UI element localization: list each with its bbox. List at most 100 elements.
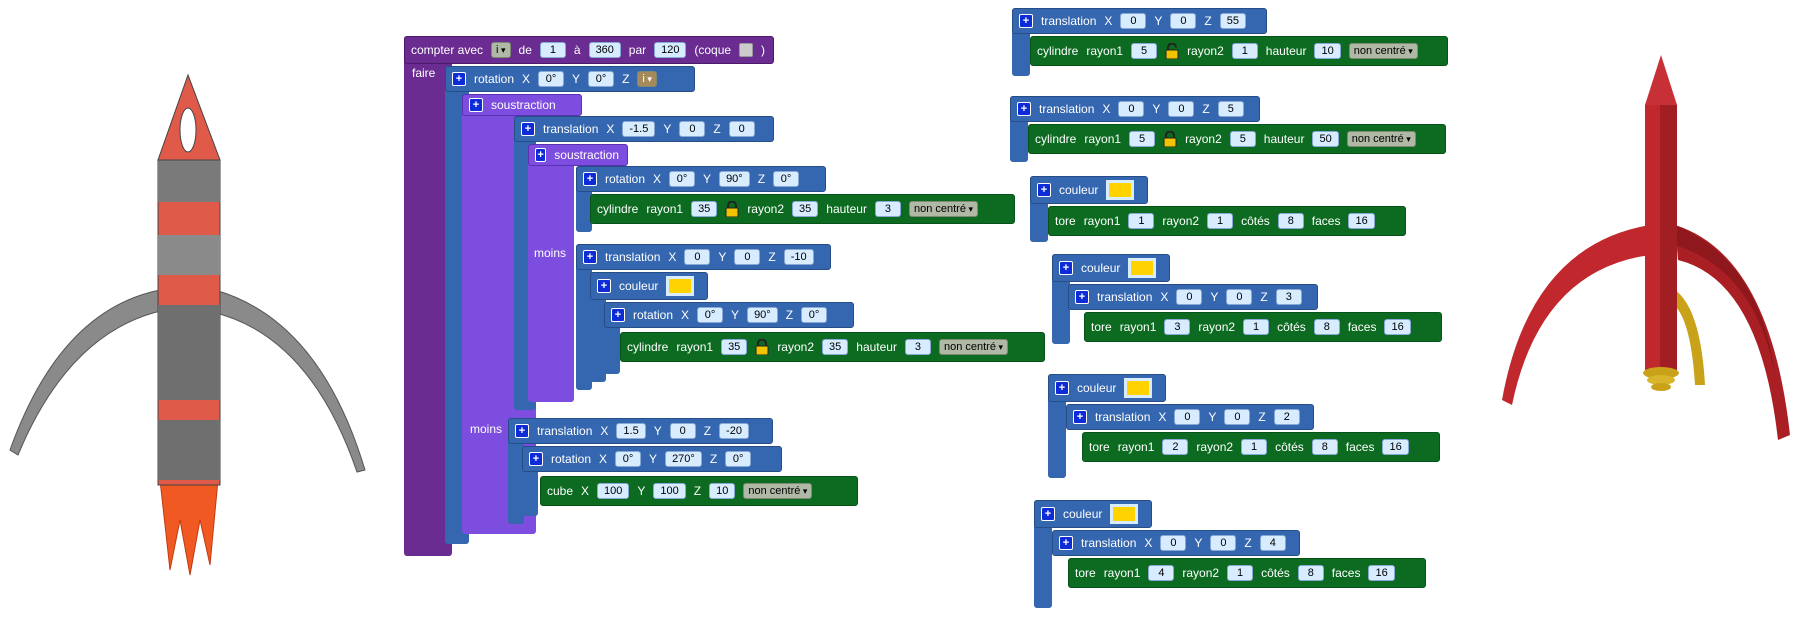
cube-y-input[interactable]: 100: [653, 483, 686, 499]
sub1-block[interactable]: + soustraction: [462, 94, 582, 116]
r6-torus-block[interactable]: tore rayon1 4 rayon2 1 côtés 8 faces 16: [1068, 558, 1426, 588]
lock-closed-icon[interactable]: [755, 339, 769, 355]
expand-icon[interactable]: +: [1037, 183, 1051, 197]
lock-closed-icon[interactable]: [725, 201, 739, 217]
expand-icon[interactable]: +: [1059, 536, 1073, 550]
translation-y-input[interactable]: 0: [1224, 409, 1251, 425]
radius2-input[interactable]: 1: [1227, 565, 1254, 581]
translation-x-input[interactable]: 0: [684, 249, 711, 265]
expand-icon[interactable]: +: [1075, 290, 1089, 304]
radius1-input[interactable]: 4: [1148, 565, 1175, 581]
rotation-y-input[interactable]: 0°: [588, 71, 615, 87]
rotation-x-input[interactable]: 0°: [697, 307, 724, 323]
sides-input[interactable]: 8: [1297, 565, 1324, 581]
r5-torus-block[interactable]: tore rayon1 2 rayon2 1 côtés 8 faces 16: [1082, 432, 1440, 462]
translation-z-input[interactable]: 2: [1273, 409, 1300, 425]
expand-icon[interactable]: +: [583, 250, 597, 264]
rotation-z-input[interactable]: 0°: [725, 451, 752, 467]
translation-x-input[interactable]: 0: [1120, 13, 1147, 29]
color-swatch[interactable]: [1124, 378, 1153, 398]
expand-icon[interactable]: +: [535, 148, 547, 162]
color-swatch[interactable]: [666, 276, 695, 296]
cube-x-input[interactable]: 100: [597, 483, 630, 499]
translation-y-input[interactable]: 0: [1226, 289, 1253, 305]
height-input[interactable]: 3: [904, 339, 931, 355]
translation-y-input[interactable]: 0: [1168, 101, 1195, 117]
translation-y-input[interactable]: 0: [1210, 535, 1237, 551]
sides-input[interactable]: 8: [1277, 213, 1304, 229]
rotation-x-input[interactable]: 0°: [615, 451, 642, 467]
translation-x-input[interactable]: -1.5: [622, 121, 656, 137]
radius1-input[interactable]: 1: [1128, 213, 1155, 229]
translation-x-input[interactable]: 0: [1176, 289, 1203, 305]
expand-icon[interactable]: +: [597, 279, 611, 293]
shell-checkbox[interactable]: [739, 43, 753, 57]
faces-input[interactable]: 16: [1384, 319, 1411, 335]
expand-icon[interactable]: +: [469, 98, 483, 112]
translation-y-input[interactable]: 0: [1170, 13, 1197, 29]
center-mode-dropdown[interactable]: non centré: [1346, 131, 1416, 147]
radius2-input[interactable]: 1: [1231, 43, 1258, 59]
center-mode-dropdown[interactable]: non centré: [938, 339, 1008, 355]
radius1-input[interactable]: 5: [1129, 131, 1156, 147]
translation-z-input[interactable]: 55: [1219, 13, 1246, 29]
center-mode-dropdown[interactable]: non centré: [743, 483, 813, 499]
expand-icon[interactable]: +: [1059, 261, 1073, 275]
rotation-y-input[interactable]: 90°: [747, 307, 778, 323]
translation-z-input[interactable]: -10: [783, 249, 814, 265]
center-mode-dropdown[interactable]: non centré: [1348, 43, 1418, 59]
r1-cylinder-block[interactable]: cylindre rayon1 5 rayon2 1 hauteur 10 no…: [1030, 36, 1448, 66]
radius1-input[interactable]: 2: [1162, 439, 1189, 455]
translation-y-input[interactable]: 0: [679, 121, 706, 137]
lock-open-icon[interactable]: [1165, 43, 1179, 59]
expand-icon[interactable]: +: [452, 72, 466, 86]
radius2-input[interactable]: 1: [1243, 319, 1270, 335]
radius2-input[interactable]: 5: [1229, 131, 1256, 147]
faces-input[interactable]: 16: [1368, 565, 1395, 581]
translation-z-input[interactable]: -20: [719, 423, 749, 439]
faces-input[interactable]: 16: [1348, 213, 1375, 229]
r5-color-block[interactable]: + couleur: [1048, 374, 1166, 402]
radius1-input[interactable]: 35: [691, 201, 718, 217]
loop-from-input[interactable]: 1: [539, 42, 566, 58]
translation-y-input[interactable]: 0: [669, 423, 696, 439]
rotation-y-input[interactable]: 270°: [665, 451, 702, 467]
loop-var-dropdown[interactable]: i: [491, 42, 511, 58]
radius2-input[interactable]: 1: [1241, 439, 1268, 455]
expand-icon[interactable]: +: [611, 308, 625, 322]
lock-closed-icon[interactable]: [1163, 131, 1177, 147]
expand-icon[interactable]: +: [1041, 507, 1055, 521]
radius2-input[interactable]: 35: [822, 339, 849, 355]
expand-icon[interactable]: +: [1055, 381, 1069, 395]
center-mode-dropdown[interactable]: non centré: [908, 201, 978, 217]
rotation-x-input[interactable]: 0°: [669, 171, 696, 187]
color-swatch[interactable]: [1128, 258, 1157, 278]
translation-x-input[interactable]: 1.5: [616, 423, 646, 439]
expand-icon[interactable]: +: [1017, 102, 1031, 116]
r3-torus-block[interactable]: tore rayon1 1 rayon2 1 côtés 8 faces 16: [1048, 206, 1406, 236]
r4-color-block[interactable]: + couleur: [1052, 254, 1170, 282]
translation-x-input[interactable]: 0: [1118, 101, 1145, 117]
translation-z-input[interactable]: 0: [728, 121, 755, 137]
r6-color-block[interactable]: + couleur: [1034, 500, 1152, 528]
expand-icon[interactable]: +: [529, 452, 543, 466]
radius1-input[interactable]: 3: [1164, 319, 1191, 335]
color-b-block[interactable]: + couleur: [590, 272, 708, 300]
radius1-input[interactable]: 35: [721, 339, 748, 355]
translation-y-input[interactable]: 0: [734, 249, 761, 265]
faces-input[interactable]: 16: [1382, 439, 1409, 455]
for-loop-block[interactable]: compter avec i de 1 à 360 par 120 (coque…: [404, 36, 774, 64]
height-input[interactable]: 50: [1312, 131, 1339, 147]
